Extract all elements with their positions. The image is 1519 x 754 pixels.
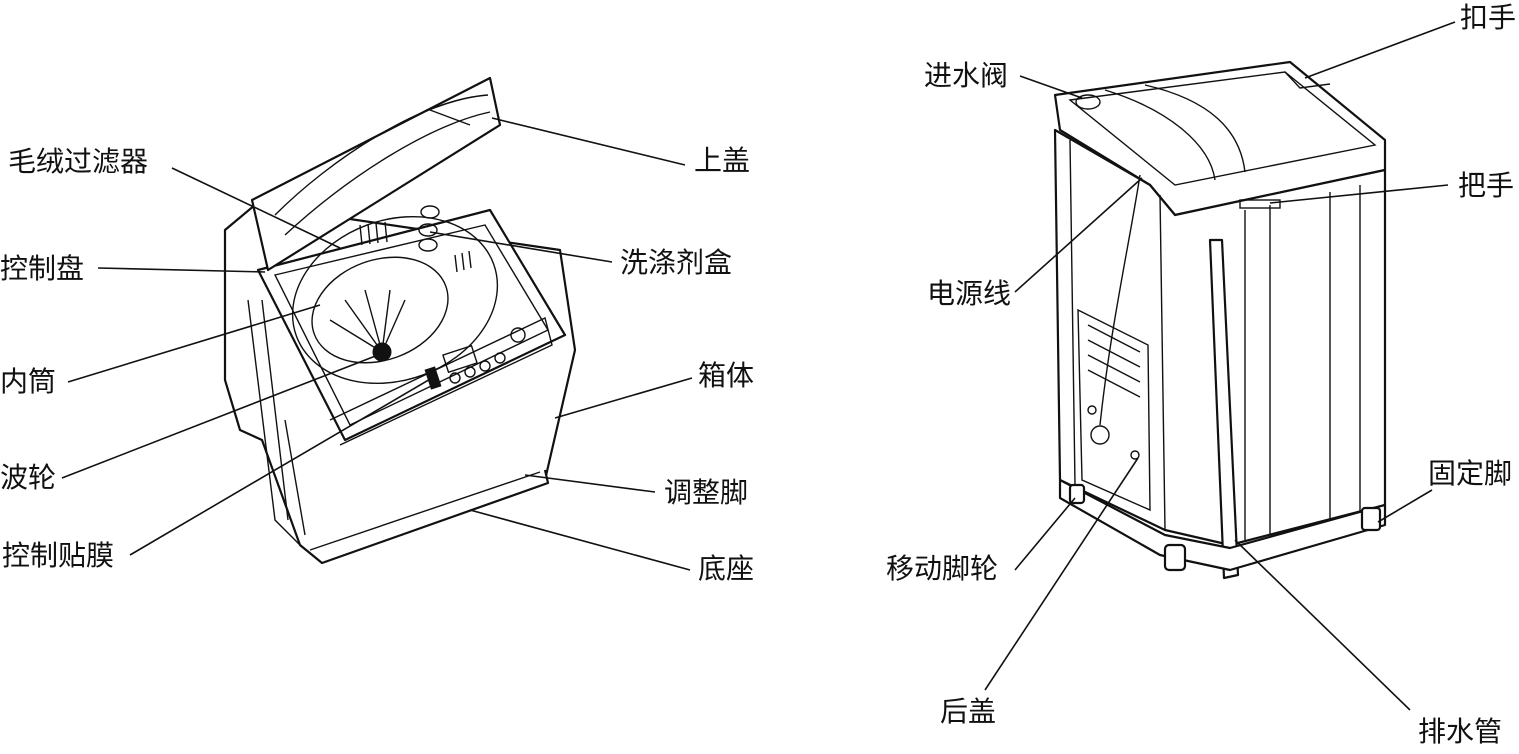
leader-cabinet xyxy=(554,377,693,419)
leader-control-film xyxy=(129,377,433,556)
label-inlet-valve: 进水阀 xyxy=(924,59,1009,92)
label-detergent-box: 洗涤剂盒 xyxy=(620,246,733,279)
label-cabinet: 箱体 xyxy=(698,359,755,392)
label-caster: 移动脚轮 xyxy=(886,552,999,585)
leader-grip xyxy=(1304,21,1456,79)
label-adjustable-foot: 调整脚 xyxy=(664,476,749,509)
label-fixed-foot: 固定脚 xyxy=(1428,457,1513,490)
leader-inlet-valve xyxy=(1019,75,1083,99)
leader-adjustable-foot xyxy=(524,474,656,493)
label-control-film: 控制贴膜 xyxy=(2,539,115,572)
right-washing-machine xyxy=(1053,60,1387,580)
leader-fixed-foot xyxy=(1377,489,1433,523)
label-base: 底座 xyxy=(698,552,755,585)
leader-handle xyxy=(1269,184,1449,204)
leader-lines xyxy=(61,21,1456,711)
leader-lint-filter xyxy=(171,167,341,249)
leader-inner-drum xyxy=(67,304,321,383)
leader-rear-cover xyxy=(984,457,1139,691)
leader-detergent-box xyxy=(429,231,613,263)
label-handle: 把手 xyxy=(1458,169,1515,202)
left-washing-machine xyxy=(223,76,577,565)
label-rear-cover: 后盖 xyxy=(940,695,997,728)
label-inner-drum: 内筒 xyxy=(0,365,57,398)
leader-pulsator xyxy=(61,354,379,479)
leader-top-lid xyxy=(491,117,686,166)
leader-control-panel xyxy=(97,267,266,273)
label-control-panel: 控制盘 xyxy=(0,252,85,285)
label-lint-filter: 毛绒过滤器 xyxy=(8,145,149,178)
leader-drain-hose xyxy=(1234,539,1411,711)
leader-power-cord xyxy=(1014,177,1143,293)
leader-base xyxy=(469,509,691,571)
label-top-lid: 上盖 xyxy=(694,144,751,177)
leader-caster xyxy=(1014,497,1076,571)
label-power-cord: 电源线 xyxy=(927,277,1012,310)
label-pulsator: 波轮 xyxy=(0,461,57,494)
label-grip: 扣手 xyxy=(1460,1,1517,34)
label-drain-hose: 排水管 xyxy=(1418,715,1503,748)
